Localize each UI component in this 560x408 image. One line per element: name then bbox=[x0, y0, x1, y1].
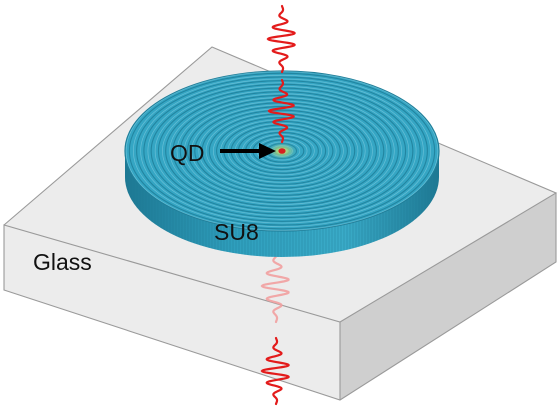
grating-ring bbox=[157, 87, 407, 215]
wave-packet-icon bbox=[267, 78, 295, 144]
grating-ring-highlight bbox=[205, 111, 359, 191]
qd-label: QD bbox=[170, 140, 205, 166]
grating-ring bbox=[179, 98, 385, 204]
grating-ring-highlight bbox=[212, 115, 352, 187]
grating-ring bbox=[194, 106, 370, 196]
grating-ring bbox=[216, 117, 348, 185]
glass-label: Glass bbox=[33, 249, 92, 275]
grating-ring-highlight bbox=[133, 74, 431, 228]
quantum-dot-icon bbox=[278, 148, 286, 154]
glass-front-face bbox=[4, 225, 340, 400]
grating-ring bbox=[201, 109, 363, 193]
su8-label: SU8 bbox=[214, 219, 259, 245]
wave-packet-icon bbox=[260, 248, 290, 324]
grating-ring-highlight bbox=[191, 104, 373, 198]
arrow-right-icon bbox=[220, 143, 276, 159]
grating-ring bbox=[128, 72, 436, 230]
grating-ring bbox=[172, 94, 392, 208]
grating-ring-highlight bbox=[183, 100, 381, 202]
grating-ring-highlight bbox=[169, 93, 395, 209]
wave-packet-icon bbox=[260, 336, 290, 406]
wave-packet-icon bbox=[266, 4, 296, 74]
su8-disk-side bbox=[125, 151, 439, 257]
glass-right-face bbox=[340, 193, 556, 400]
grating-ring bbox=[136, 76, 428, 226]
